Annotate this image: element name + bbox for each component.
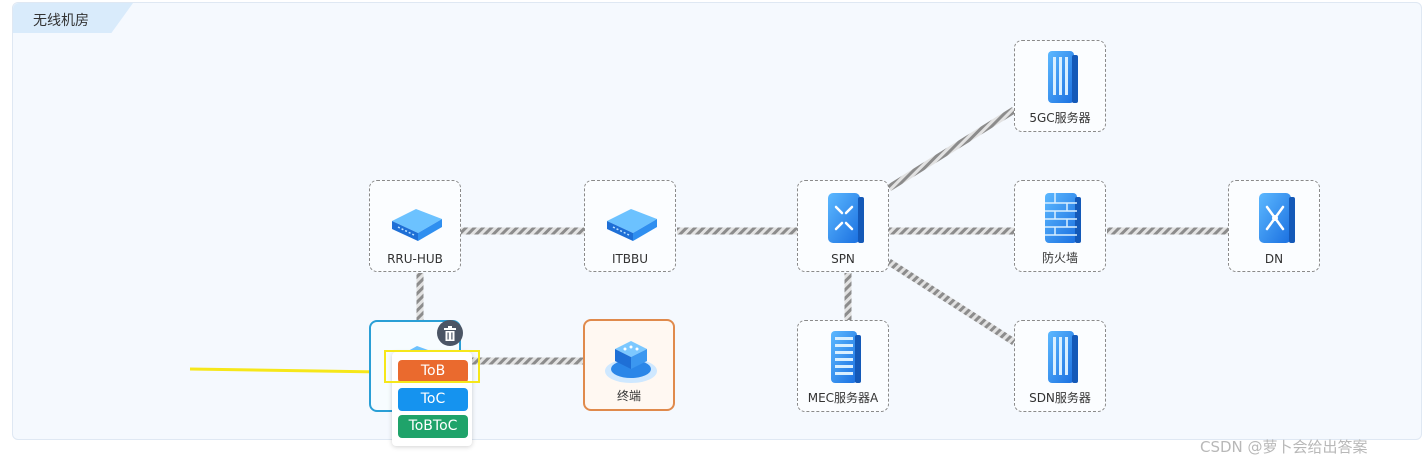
router-device-icon [392,209,442,241]
node-label: 防火墙 [1041,251,1078,265]
network-hub-icon [1259,193,1295,243]
panel-title-tab [13,3,133,33]
node-label: RRU-HUB [387,252,443,266]
node-label: SDN服务器 [1029,391,1091,405]
node-itbbu[interactable]: ITBBU [584,180,676,272]
watermark: CSDN @萝卜会给出答案 [1200,438,1368,456]
trash-icon [444,325,456,341]
link-spn-sdn [887,259,1016,345]
machine-room-panel: 无线机房 [12,2,1422,440]
server-rack-icon [1048,51,1078,103]
highlight-box [384,350,480,383]
node-context-menu: ToB ToC ToBToC [392,352,472,446]
spn-switch-icon [828,193,864,243]
firewall-icon [1045,193,1081,243]
node-label: DN [1264,252,1284,266]
panel-title: 无线机房 [33,13,89,29]
node-rru-hub[interactable]: RRU-HUB [369,180,461,272]
delete-node-button[interactable] [437,320,463,346]
node-terminal[interactable]: 终端 [583,319,675,411]
menu-item-tobtoc[interactable]: ToBToC [398,415,468,438]
node-sdn-server[interactable]: SDN服务器 [1014,320,1106,412]
node-spn[interactable]: SPN [797,180,889,272]
node-label: ITBBU [611,252,649,266]
node-firewall[interactable]: 防火墙 [1014,180,1106,272]
node-label: 5GC服务器 [1029,111,1091,125]
node-label: 终端 [616,389,641,403]
menu-item-toc[interactable]: ToC [398,388,468,411]
node-mec-server[interactable]: MEC服务器A [797,320,889,412]
menu-item-tob[interactable]: ToB [398,360,468,383]
server-rack-icon [831,331,861,383]
server-rack-icon [1048,331,1078,383]
node-label: MEC服务器A [807,391,879,405]
terminal-device-icon [605,341,657,383]
node-label: SPN [831,252,855,266]
node-dn[interactable]: DN [1228,180,1320,272]
router-device-icon [607,209,657,241]
node-5gc-server[interactable]: 5GC服务器 [1014,40,1106,132]
link-spn-5gc [887,107,1016,191]
